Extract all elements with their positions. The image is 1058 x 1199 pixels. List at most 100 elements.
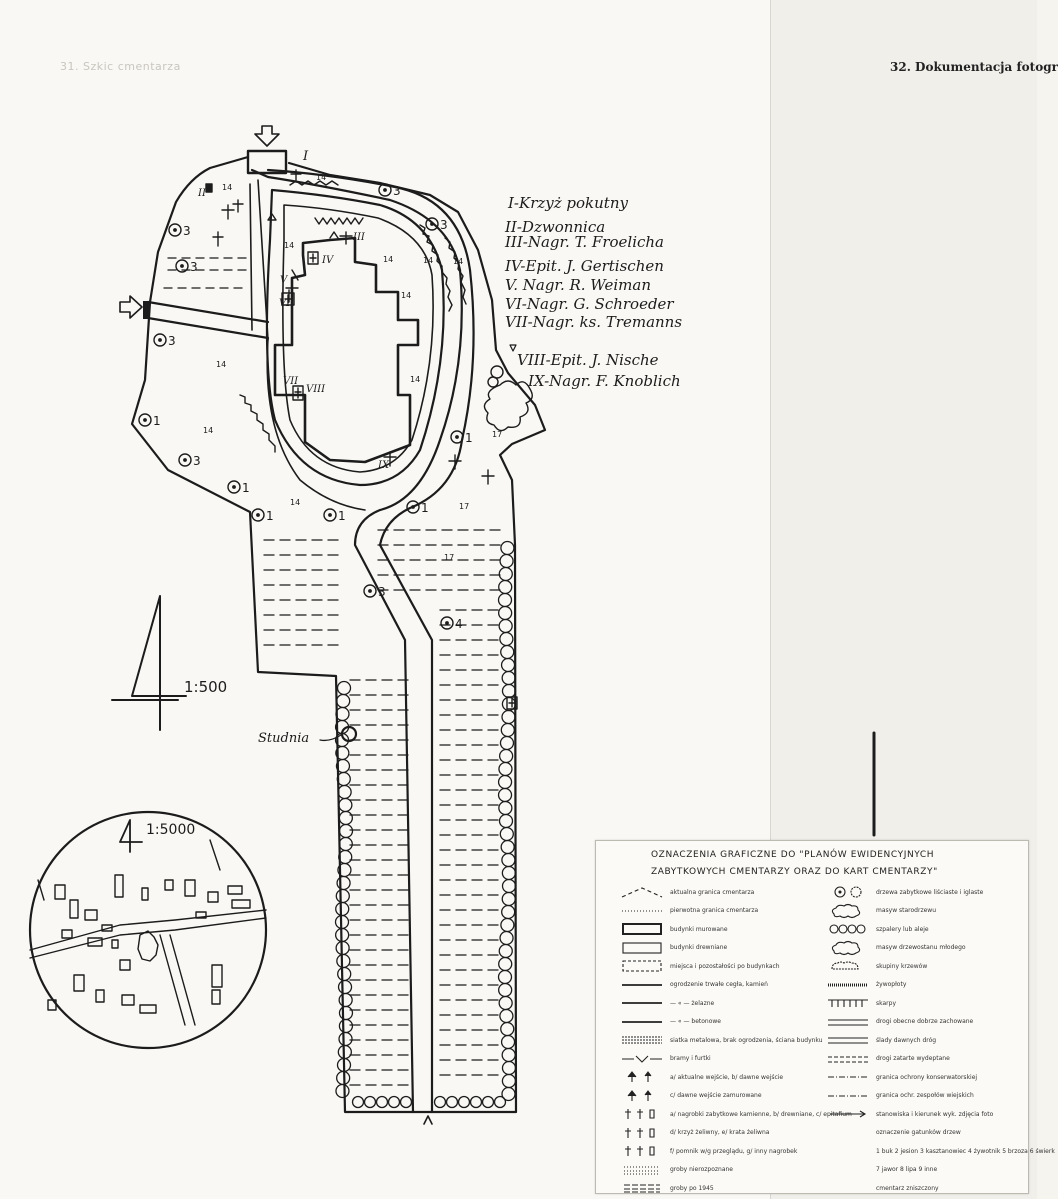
old-tree-icon (328, 513, 332, 517)
tree-circle-icon (337, 784, 352, 800)
area-code: 14 (290, 498, 300, 507)
tree-circle-icon (498, 748, 514, 764)
circle-row-icon (824, 922, 872, 936)
inner-path-edge (282, 204, 434, 473)
inset-location-map (28, 810, 268, 1050)
legend-item: oznaczenie gatunków drzew (824, 1124, 1024, 1143)
tree-circle-icon (338, 823, 354, 839)
tree-circle-icon (387, 1095, 401, 1109)
tree-circle-icon (499, 735, 515, 751)
old-tree-icon (378, 183, 392, 197)
entrance-building (246, 149, 288, 175)
legend-item: — « — żelazne (618, 994, 818, 1013)
legend-label: ślady dawnych dróg (876, 1036, 937, 1044)
old-tree-icon (251, 508, 265, 522)
old-tree-icon (368, 589, 372, 593)
solid-line-icon (618, 1015, 666, 1029)
steps-icon (824, 996, 872, 1010)
legend-label: żywopłoty (876, 981, 907, 989)
tree-circle-icon (500, 657, 516, 673)
inset-cemetery (137, 930, 159, 962)
cloud-icon (824, 940, 872, 955)
tree-circle-icon (433, 1095, 447, 1109)
tree-circle-icon (335, 1083, 350, 1099)
tree-circle-icon (497, 774, 513, 790)
tree-circle-icon (500, 540, 515, 556)
key-arrow-icon (509, 344, 517, 352)
legend-label: oznaczenie gatunków drzew (876, 1129, 961, 1137)
tree-species-number: 4 (455, 617, 463, 631)
cloud-icon (824, 903, 872, 918)
cross-icon (618, 1126, 666, 1140)
inset-road (29, 917, 267, 959)
tree-species-number: 3 (183, 224, 191, 238)
old-tree-icon (406, 500, 420, 514)
legend-label: drzewa zabytkowe liściaste i iglaste (876, 888, 984, 896)
legend-label: cmentarz zniszczony (876, 1184, 939, 1192)
ring-path-inner (265, 188, 445, 487)
svg-text:VI: VI (279, 298, 291, 309)
legend-label: groby po 1945 (670, 1184, 714, 1192)
old-tree-icon (175, 259, 189, 273)
key-item: IX-Nagr. F. Knoblich (527, 372, 681, 390)
key-item: I-Krzyż pokutny (507, 194, 628, 212)
old-tree-icon (363, 584, 377, 598)
tree-circle-icon (337, 979, 353, 995)
legend-label: 7 jawor 8 lipa 9 inne (876, 1166, 938, 1174)
hatch-line-icon (824, 978, 872, 992)
hedge-northeast (289, 180, 339, 186)
legend-item: skupiny krzewów (824, 957, 1024, 976)
svg-text:IX: IX (377, 460, 390, 471)
inset-building (87, 937, 103, 947)
svg-text:VIII: VIII (306, 384, 326, 395)
legend-item: drogi zatarte wydeptane (824, 1050, 1024, 1069)
cross-icon (618, 1144, 666, 1158)
tree-circle-icon (497, 592, 513, 608)
tree-circle-icon (338, 1018, 354, 1034)
ring-path-outer (250, 168, 475, 1114)
tree-species-number: 1 (266, 509, 274, 523)
inset-building (73, 974, 85, 992)
dashed-path-icon (824, 1052, 872, 1066)
dashed-roof-icon (618, 885, 666, 899)
inset-building (139, 1004, 157, 1014)
south-entrance-icon (423, 1115, 433, 1125)
legend-label: budynki murowane (670, 925, 728, 933)
area-code: 14 (203, 426, 213, 435)
legend-item: granica ochr. zespołów wiejskich (824, 1087, 1024, 1106)
legend-label: c/ dawne wejście zamurowane (670, 1092, 762, 1100)
legend-label: siatka metalowa, brak ogrodzenia, ściana… (670, 1036, 823, 1044)
tree-circle-icon (445, 1095, 459, 1109)
svg-text:IV: IV (321, 255, 335, 266)
inset-north-arrow-icon (119, 819, 143, 853)
legend-item: masyw starodrzewu (824, 902, 1024, 921)
tree-circle-icon (338, 810, 354, 826)
legend-item: żywopłoty (824, 976, 1024, 995)
well-icon (340, 725, 358, 743)
legend-label: drogi zatarte wydeptane (876, 1055, 950, 1063)
old-tree-icon (158, 338, 162, 342)
tree-circle-icon (501, 1086, 516, 1102)
tree-circle-icon (337, 966, 352, 982)
key-item: VI-Nagr. G. Schroeder (505, 295, 674, 313)
tree-circle-icon (498, 943, 513, 959)
legend-label: granica ochrony konserwatorskiej (876, 1073, 978, 1081)
monument-key: I-Krzyż pokutny II-Dzwonnica III-Nagr. T… (504, 194, 682, 390)
side-entrance-arrow-icon (119, 295, 143, 319)
inset-building (47, 999, 57, 1011)
tree-circle-icon (500, 722, 515, 738)
area-code: 17 (492, 430, 502, 439)
old-tree-icon (455, 435, 459, 439)
inset-building (121, 994, 135, 1006)
well-label: Studnia (258, 731, 309, 746)
area-code: 14 (383, 255, 393, 264)
area-code: 14 (410, 375, 420, 384)
tree-circle-icon (336, 693, 351, 709)
inset-building (54, 884, 66, 900)
legend-label: miejsca i pozostałości po budynkach (670, 962, 780, 970)
tree-circle-icon (498, 995, 513, 1011)
tree-circle-icon (375, 1095, 389, 1109)
inset-building (114, 874, 124, 898)
